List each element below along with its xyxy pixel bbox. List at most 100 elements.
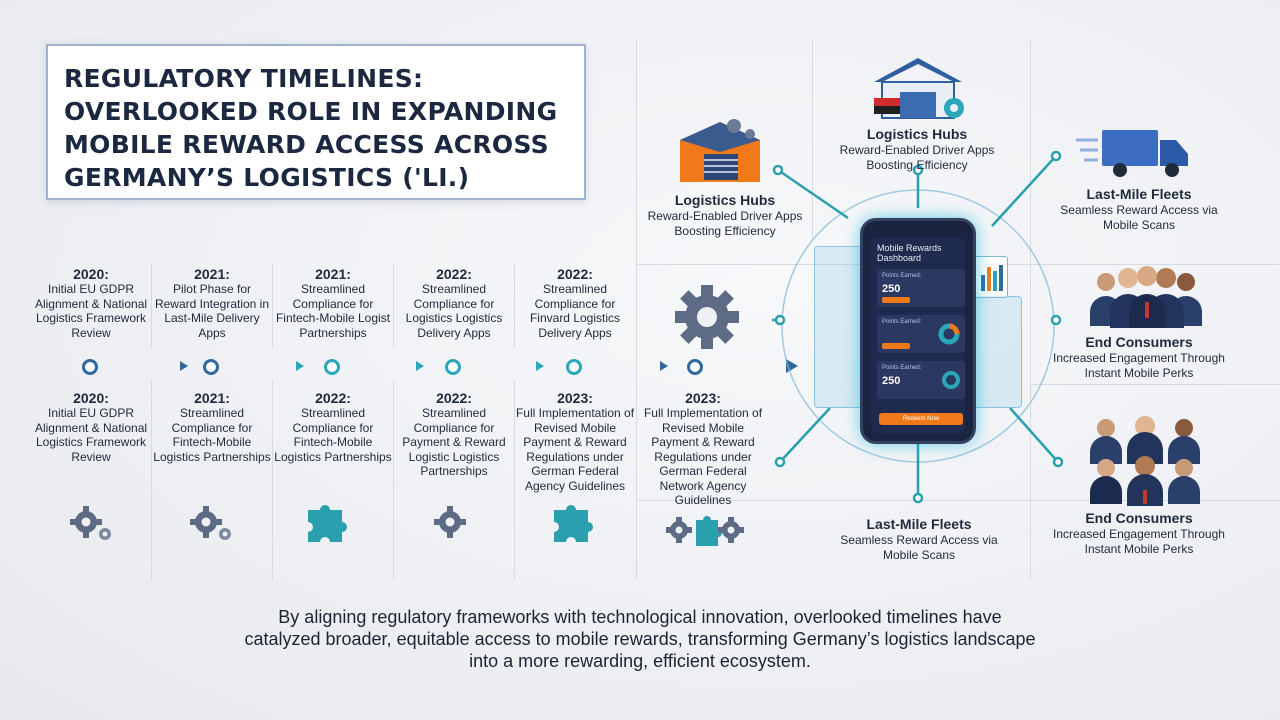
timeline-item-bottom: 2020: Initial EU GDPR Alignment & Nation… (30, 390, 152, 464)
timeline-item-top: 2022: Streamlined Compliance for Logisti… (393, 266, 515, 340)
node-desc: Reward-Enabled Driver Apps Boosting Effi… (647, 209, 803, 238)
timeline-year: 2020: (73, 390, 109, 406)
timeline-desc: Streamlined Compliance for Finvard Logis… (529, 282, 621, 340)
node-end-consumers-right: End Consumers Increased Engagement Throu… (1044, 334, 1234, 380)
redeem-button[interactable]: Redeem Now (879, 413, 963, 425)
timeline-dot (324, 359, 340, 375)
gear-icon (675, 285, 739, 349)
timeline-item-top: 2021: Pilot Phase for Reward Integration… (151, 266, 273, 340)
warehouse-icon (874, 58, 964, 119)
grid-divider (636, 40, 637, 580)
timeline-separator (514, 380, 515, 580)
title-line: GERMANY’S LOGISTICS ('LI.) (64, 163, 470, 192)
people-group-icon (1090, 416, 1200, 506)
timeline-desc: Full Implementation of Revised Mobile Pa… (643, 406, 763, 507)
timeline-dot (687, 359, 703, 375)
points-label: Points Earned: (882, 273, 922, 279)
node-desc: Reward-Enabled Driver Apps Boosting Effi… (839, 143, 995, 172)
timeline-separator (514, 264, 515, 348)
gauge-icon (942, 371, 960, 389)
timeline-dot (82, 359, 98, 375)
timeline-dot (203, 359, 219, 375)
mobile-rewards-phone: Mobile Rewards Dashboard Points Earned: … (860, 218, 976, 444)
grid-divider (1030, 40, 1031, 580)
timeline-desc: Streamlined Compliance for Fintech-Mobil… (275, 282, 391, 340)
page-title: REGULATORY TIMELINES: OVERLOOKED ROLE IN… (64, 62, 570, 194)
points-card: Points Earned: 250 (877, 269, 965, 307)
timeline-year: 2023: (685, 390, 721, 406)
timeline-separator (151, 380, 152, 580)
timeline-year: 2022: (557, 266, 593, 282)
timeline-item-bottom: 2023: Full Implementation of Revised Mob… (514, 390, 636, 493)
node-title: Logistics Hubs (866, 126, 968, 142)
points-value: 250 (882, 375, 901, 387)
node-desc: Seamless Reward Access via Mobile Scans (1060, 203, 1218, 232)
timeline-item-bottom: 2021: Streamlined Compliance for Fintech… (151, 390, 273, 464)
timeline-year: 2023: (557, 390, 593, 406)
puzzle-icon (554, 504, 593, 542)
points-label: Points Earned: (882, 365, 922, 371)
points-card: Points Earned: 250 (877, 361, 965, 399)
gear-icon (434, 506, 466, 538)
points-label: Points Earned: (882, 319, 922, 325)
progress-chip (882, 297, 910, 303)
points-card: Points Earned: (877, 315, 965, 353)
node-logistics-hubs-top: Logistics Hubs Reward-Enabled Driver App… (822, 126, 1012, 172)
timeline-desc: Pilot Phase for Reward Integration in La… (154, 282, 270, 340)
gears-puzzle-icon (666, 516, 744, 546)
timeline-item-bottom: 2023: Full Implementation of Revised Mob… (642, 390, 764, 508)
grid-divider (1030, 384, 1280, 385)
node-desc: Increased Engagement Through Instant Mob… (1053, 351, 1225, 380)
gear-icon (70, 506, 111, 540)
timeline-separator (272, 264, 273, 348)
timeline-item-top: 2022: Streamlined Compliance for Finvard… (514, 266, 636, 340)
timeline-desc: Streamlined Compliance for Payment & Rew… (402, 406, 506, 478)
timeline-separator (151, 264, 152, 348)
phone-screen: Mobile Rewards Dashboard Points Earned: … (871, 237, 965, 433)
points-value: 250 (882, 283, 901, 295)
timeline-year: 2022: (436, 266, 472, 282)
timeline-desc: Initial EU GDPR Alignment & National Log… (34, 406, 148, 464)
timeline-item-bottom: 2022: Streamlined Compliance for Fintech… (272, 390, 394, 464)
grid-divider (636, 500, 1280, 501)
timeline-desc: Streamlined Compliance for Fintech-Mobil… (153, 406, 271, 464)
timeline-year: 2021: (194, 266, 230, 282)
node-last-mile-fleets-right: Last-Mile Fleets Seamless Reward Access … (1044, 186, 1234, 232)
timeline-separator (636, 380, 637, 580)
node-title: Last-Mile Fleets (1086, 186, 1192, 202)
warehouse-icon (680, 119, 760, 182)
gear-icon (190, 506, 231, 540)
node-desc: Increased Engagement Through Instant Mob… (1053, 527, 1225, 556)
timeline-dot (445, 359, 461, 375)
people-group-icon (1090, 266, 1202, 328)
puzzle-icon (308, 504, 347, 542)
phone-dashboard-title: Mobile Rewards Dashboard (877, 243, 942, 263)
node-title: End Consumers (1085, 510, 1193, 526)
hub-connectors (772, 150, 1064, 504)
node-title: Logistics Hubs (674, 192, 776, 208)
timeline-item-top: 2021: Streamlined Compliance for Fintech… (272, 266, 394, 340)
timeline-year: 2021: (315, 266, 351, 282)
delivery-truck-icon (1076, 130, 1188, 177)
timeline-item-bottom: 2022: Streamlined Compliance for Payment… (393, 390, 515, 479)
timeline-item-top: 2020: Initial EU GDPR Alignment & Nation… (30, 266, 152, 340)
timeline-dot (566, 359, 582, 375)
title-line: REGULATORY TIMELINES: (64, 64, 424, 93)
node-title: End Consumers (1085, 334, 1193, 350)
hologram-panel (970, 296, 1022, 408)
timeline-desc: Streamlined Compliance for Logistics Log… (405, 282, 503, 340)
timeline-separator (393, 264, 394, 348)
timeline-desc: Full Implementation of Revised Mobile Pa… (515, 406, 635, 493)
progress-chip (882, 343, 910, 349)
node-desc: Seamless Reward Access via Mobile Scans (840, 533, 998, 562)
timeline-separator (272, 380, 273, 580)
timeline-desc: Streamlined Compliance for Fintech-Mobil… (274, 406, 392, 464)
node-last-mile-fleets-bottom: Last-Mile Fleets Seamless Reward Access … (824, 516, 1014, 562)
title-line: MOBILE REWARD ACCESS ACROSS (64, 130, 549, 159)
title-box: REGULATORY TIMELINES: OVERLOOKED ROLE IN… (46, 44, 586, 200)
timeline-year: 2022: (315, 390, 351, 406)
node-title: Last-Mile Fleets (866, 516, 972, 532)
grid-divider (812, 40, 813, 240)
timeline-desc: Initial EU GDPR Alignment & National Log… (34, 282, 148, 340)
